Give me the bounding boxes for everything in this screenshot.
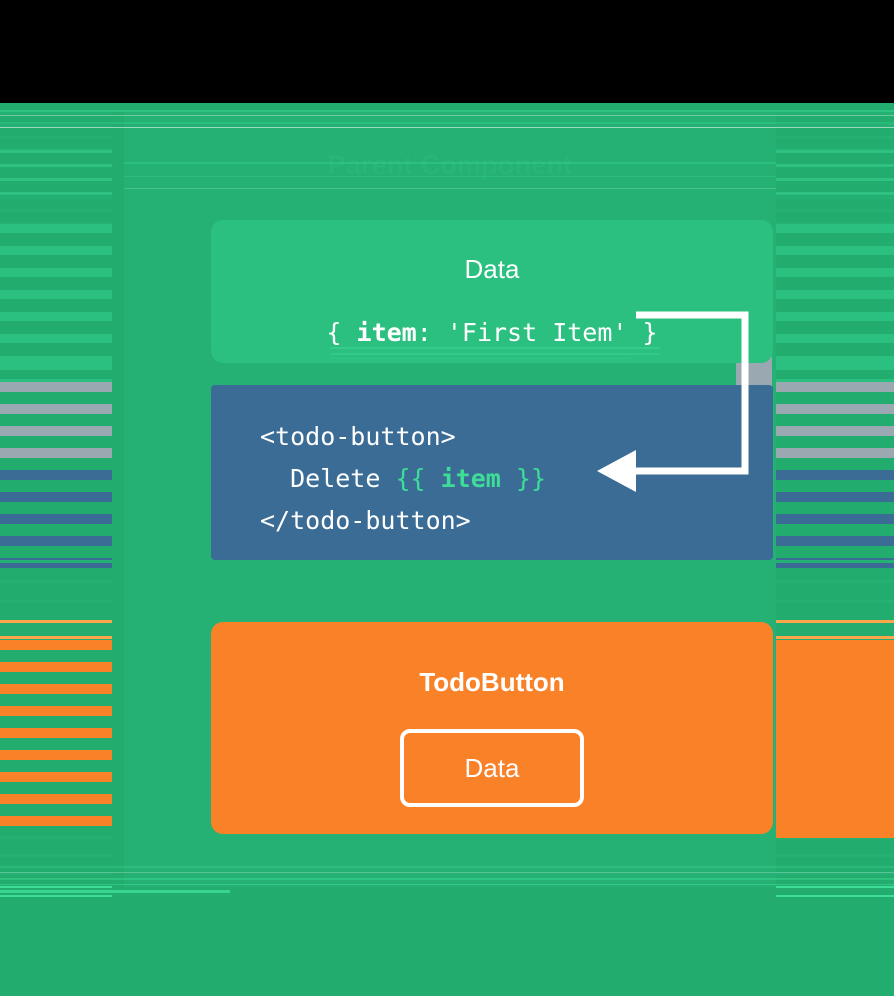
child-data-slot: Data xyxy=(400,729,584,807)
child-component-card: TodoButton Data xyxy=(211,622,773,834)
glitch-stripes-right xyxy=(776,0,894,996)
mustache-open: {{ xyxy=(395,464,441,493)
data-card-code: { item: 'First Item' } xyxy=(211,318,773,347)
arrow-head xyxy=(597,450,636,492)
data-card: Data { item: 'First Item' } xyxy=(211,220,773,363)
data-card-heading: Data xyxy=(464,254,520,284)
data-code-prefix: { xyxy=(326,318,357,347)
data-code-mid: : xyxy=(416,318,447,347)
data-code-value: 'First Item' xyxy=(446,318,628,347)
template-line-close: </todo-button> xyxy=(260,506,471,535)
template-line-open: <todo-button> xyxy=(260,422,456,451)
mustache-variable: item xyxy=(440,464,501,493)
data-code-suffix: } xyxy=(627,318,658,347)
glitch-stripes-left xyxy=(0,0,112,996)
child-component-name: TodoButton xyxy=(419,667,565,697)
parent-component-title: Parent Component xyxy=(327,150,573,180)
letterbox-top-bar xyxy=(0,0,894,103)
mustache-close: }} xyxy=(500,464,546,493)
template-line-text: Delete xyxy=(260,464,396,493)
data-code-key: item xyxy=(356,318,417,347)
template-code-block: <todo-button> Delete {{ item }} </todo-b… xyxy=(260,416,546,542)
